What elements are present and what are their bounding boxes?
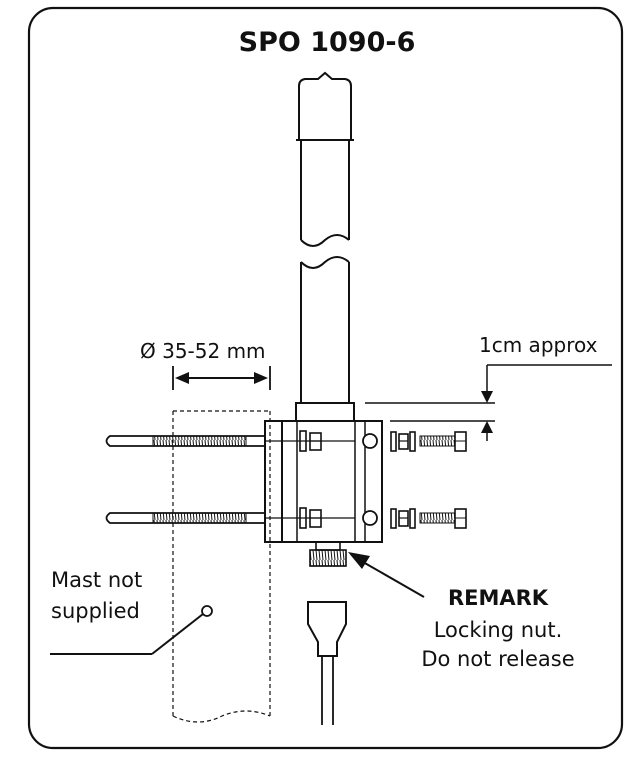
u-bolt-lower: [105, 512, 265, 524]
mast-outline: [172, 410, 271, 723]
cable-connector: [307, 601, 347, 725]
hex-bolt-upper: [390, 431, 467, 452]
antenna-whip: [295, 71, 355, 422]
u-bolt-upper: [105, 435, 265, 447]
locking-nut: [309, 541, 347, 567]
mast-label-line1: Mast not: [51, 568, 142, 592]
offset-label: 1cm approx: [479, 333, 598, 357]
diameter-label: Ø 35-52 mm: [140, 339, 266, 363]
hex-bolt-lower: [390, 508, 467, 529]
remark-line1: Locking nut.: [434, 618, 563, 642]
mast-leader: [50, 605, 213, 655]
mounting-clamp: [264, 420, 383, 543]
diagram-frame: [27, 6, 624, 750]
remark-line2: Do not release: [421, 647, 574, 671]
diameter-dimension: [172, 366, 271, 390]
offset-dimension: [365, 364, 612, 441]
remark-heading: REMARK: [448, 586, 549, 610]
diagram-title: SPO 1090-6: [239, 27, 416, 58]
mast-label-line2: supplied: [51, 599, 140, 623]
remark-arrow: [348, 552, 425, 598]
